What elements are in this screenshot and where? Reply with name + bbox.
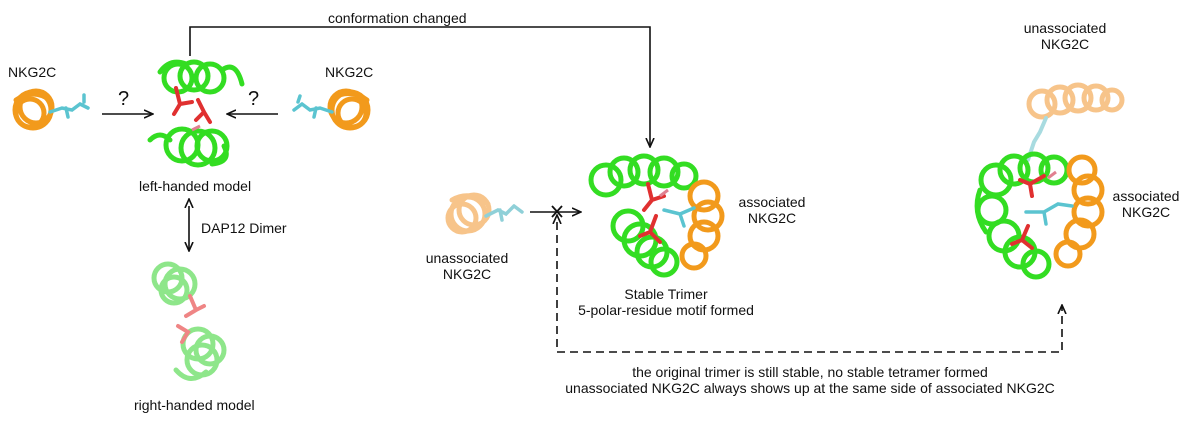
unassociated-right-line2: NKG2C [1040, 36, 1090, 52]
right-handed-model-label: right-handed model [134, 397, 255, 413]
footnote-line1: the original trimer is still stable, no … [632, 364, 988, 380]
footnote: the original trimer is still stable, no … [530, 364, 1090, 396]
unassociated-right-line1: unassociated [1023, 20, 1107, 36]
dashed-path-connector [557, 222, 1062, 353]
stable-trimer-line2: 5-polar-residue motif formed [578, 302, 754, 318]
unassociated-nkg2c-right-helix [1026, 82, 1125, 162]
left-handed-model-label: left-handed model [139, 178, 252, 194]
associated-mid-line1: associated [738, 194, 806, 210]
conformation-changed-connector [189, 26, 650, 146]
stable-trimer-helices [588, 153, 725, 278]
nkg2c-left-helix [12, 88, 90, 131]
unassociated-mid-label: unassociated NKG2C [412, 250, 522, 282]
footnote-line2: unassociated NKG2C always shows up at th… [565, 380, 1055, 396]
associated-right-label: associated NKG2C [1106, 188, 1186, 220]
stable-trimer-label: Stable Trimer 5-polar-residue motif form… [566, 286, 766, 318]
unassociated-mid-line2: NKG2C [442, 266, 492, 282]
question-right: ? [248, 88, 260, 110]
dap12-dimer-label: DAP12 Dimer [201, 220, 287, 236]
associated-trimer-right-helices [974, 151, 1105, 280]
associated-right-line1: associated [1112, 188, 1180, 204]
nkg2c-left-label: NKG2C [8, 64, 57, 80]
conformation-changed-label: conformation changed [328, 10, 467, 26]
left-handed-model-helices [147, 59, 245, 168]
unassociated-mid-line1: unassociated [425, 250, 509, 266]
question-left: ? [118, 88, 130, 110]
stable-trimer-line1: Stable Trimer [624, 286, 708, 302]
nkg2c-right-label: NKG2C [325, 64, 374, 80]
right-handed-model-helices [151, 261, 227, 381]
unassociated-nkg2c-mid-helix [445, 192, 524, 235]
nkg2c-right-helix [292, 88, 371, 131]
unassociated-right-label: unassociated NKG2C [1010, 20, 1120, 52]
associated-mid-label: associated NKG2C [722, 194, 822, 226]
associated-right-line2: NKG2C [1121, 204, 1171, 220]
associated-mid-line2: NKG2C [747, 210, 797, 226]
